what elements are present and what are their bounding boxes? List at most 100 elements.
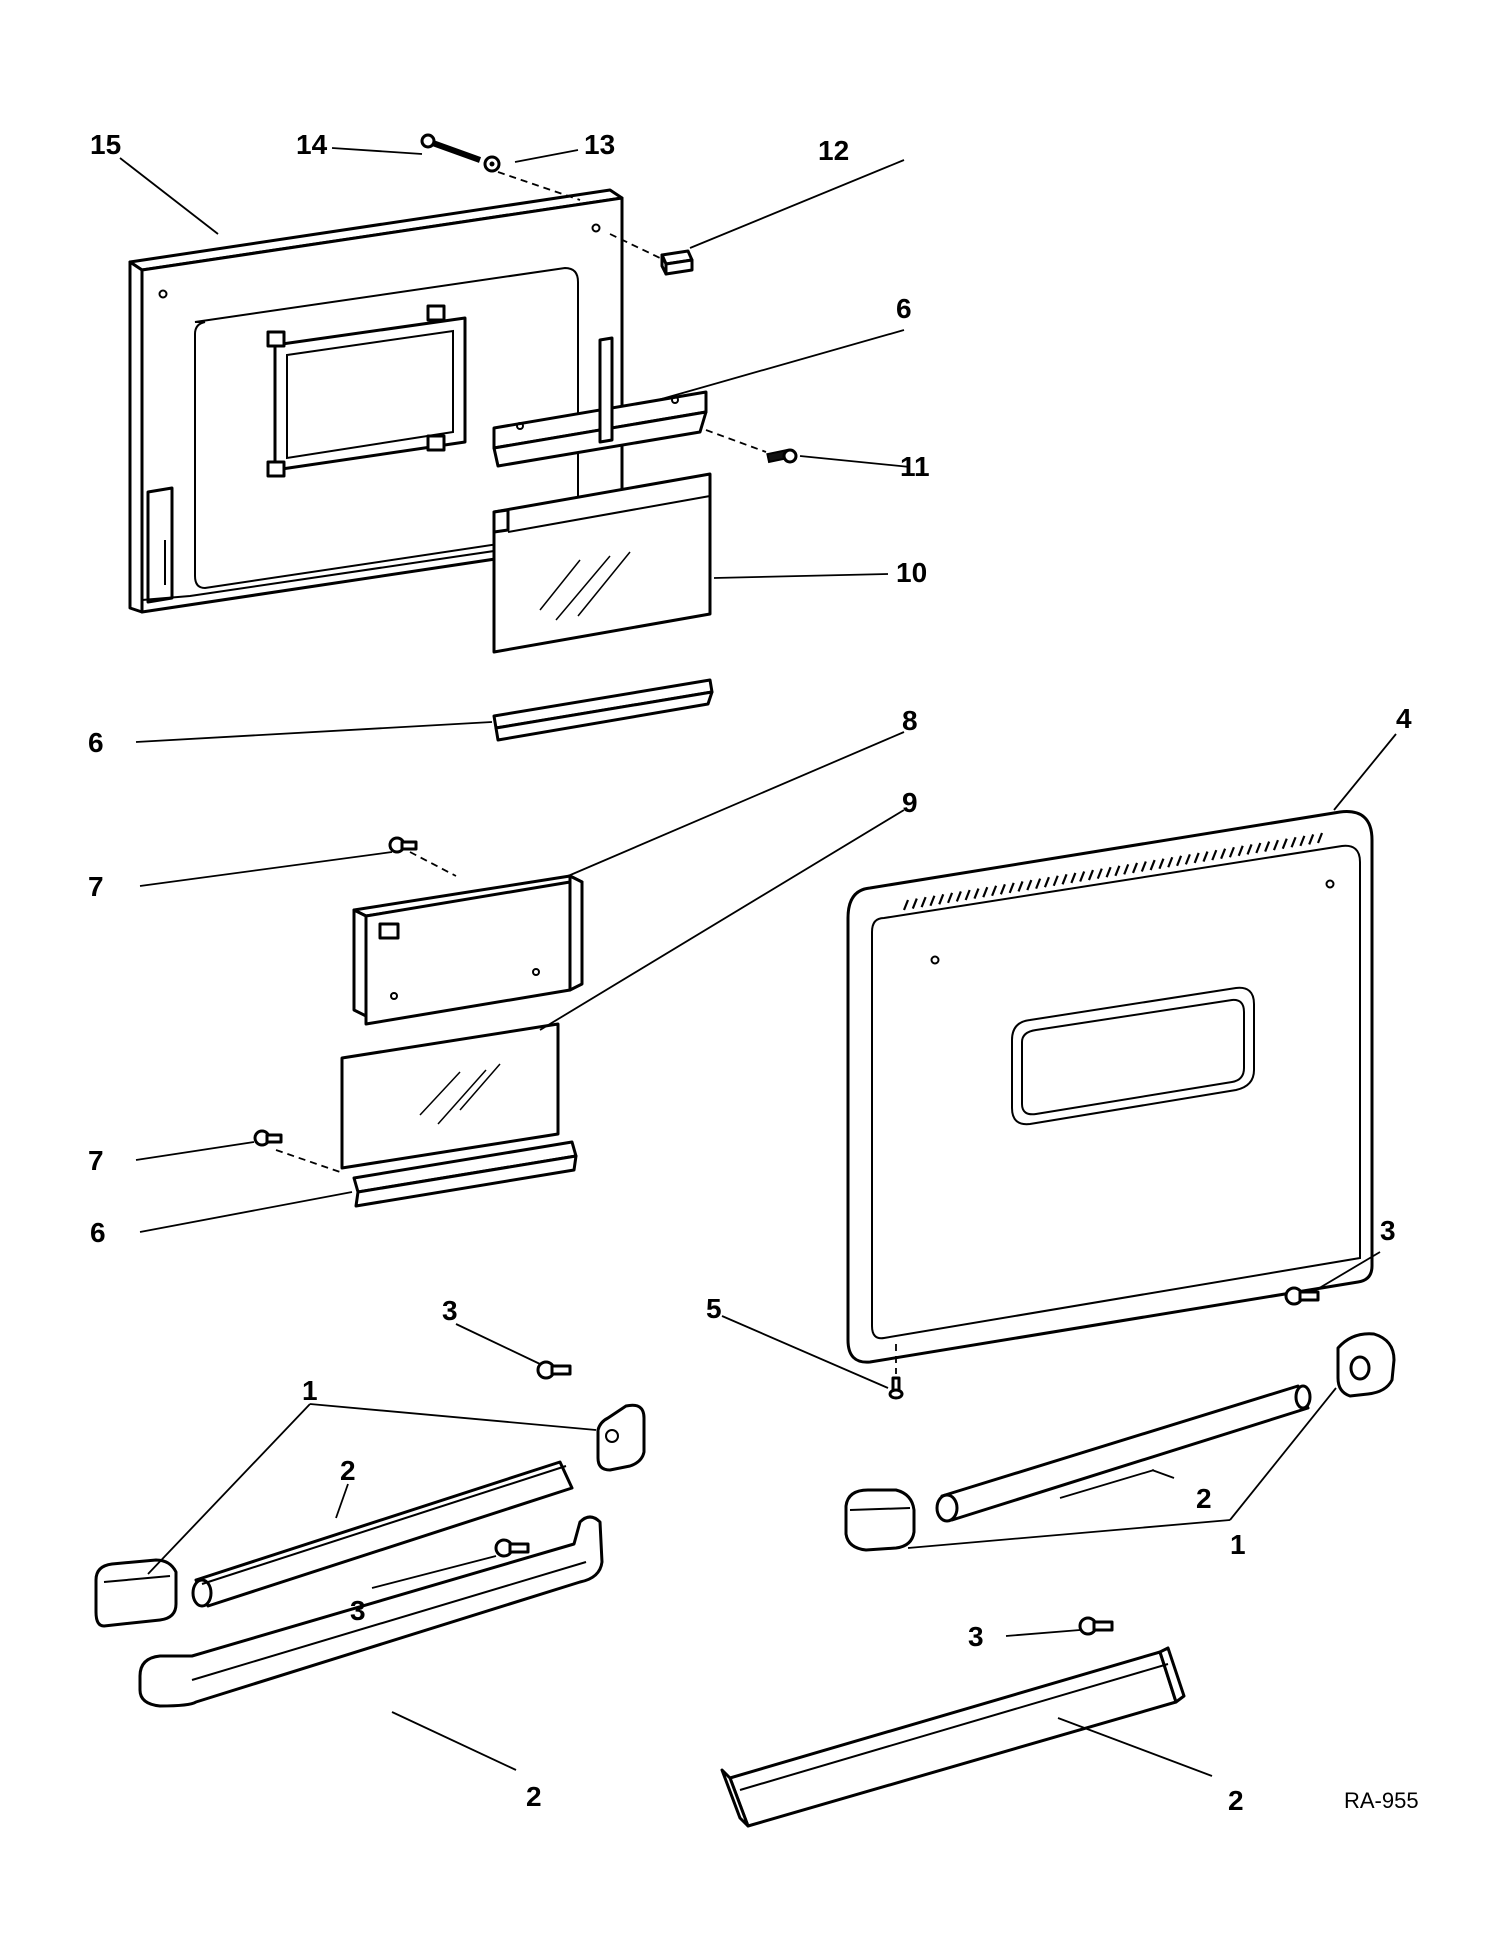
vent-slot <box>982 886 989 898</box>
washer-13 <box>483 155 501 173</box>
callout-14: 14 <box>296 129 328 160</box>
glass-channel-lower <box>352 1140 578 1208</box>
callout-10: 10 <box>896 557 927 588</box>
reference-code: RA-955 <box>1344 1788 1419 1813</box>
vent-slot <box>938 893 945 905</box>
vent-slot <box>1140 861 1147 872</box>
vent-slot <box>964 889 971 901</box>
screw-7-lower <box>253 1129 283 1147</box>
vent-slot <box>1079 871 1086 882</box>
screw-5 <box>888 1376 904 1400</box>
callout-1-right: 1 <box>1230 1529 1246 1560</box>
vent-slot <box>1149 859 1156 871</box>
vent-slot <box>1184 853 1191 865</box>
callout-labels: 15 14 13 12 6 11 10 6 8 9 4 7 7 6 3 5 3 … <box>88 129 1419 1816</box>
vent-slot <box>1290 836 1297 848</box>
screw-3-right-upper <box>1284 1286 1320 1306</box>
screw-3-right-lower <box>1078 1616 1114 1636</box>
vent-slot <box>911 898 918 909</box>
glass-panel-10 <box>492 472 712 654</box>
callout-9: 9 <box>902 787 918 818</box>
glass-panel-9 <box>340 1022 560 1170</box>
callout-6-lower: 6 <box>90 1217 106 1248</box>
callout-2-left-tube: 2 <box>340 1455 356 1486</box>
callout-4: 4 <box>1396 703 1412 734</box>
callout-11: 11 <box>900 451 930 482</box>
screw-7-upper <box>388 836 418 854</box>
callout-7-upper: 7 <box>88 871 104 902</box>
leader-lines <box>119 147 1397 1777</box>
callout-12: 12 <box>818 135 849 166</box>
vent-slot <box>1043 876 1050 888</box>
callout-3-right-upper: 3 <box>1380 1215 1396 1246</box>
vent-slot <box>1211 849 1218 861</box>
vent-slot <box>1281 838 1288 850</box>
bolt-14 <box>420 133 482 163</box>
vent-slot <box>902 899 910 911</box>
screw-11 <box>766 448 798 464</box>
handle-end-cap-right-bottom-1 <box>844 1488 916 1552</box>
vent-slot <box>1167 856 1174 868</box>
vent-slot <box>1026 879 1033 891</box>
vent-slot <box>991 885 998 897</box>
inner-door-panel <box>128 188 624 614</box>
vent-slot <box>1272 839 1279 851</box>
handle-tube-right-2 <box>935 1384 1312 1523</box>
vent-slot <box>1264 841 1271 852</box>
vent-slot <box>1202 851 1209 862</box>
callout-3-left-lower: 3 <box>350 1595 366 1626</box>
vent-slot <box>1087 869 1095 881</box>
callout-3-left-upper: 3 <box>442 1295 458 1326</box>
handle-end-cap-left-1 <box>94 1558 178 1628</box>
handle-tube-left-2 <box>191 1460 574 1608</box>
vent-slot <box>1105 866 1112 878</box>
vent-slot <box>1255 842 1262 854</box>
vent-slot <box>1070 872 1077 884</box>
callout-2-left-bar: 2 <box>526 1781 542 1812</box>
outer-door-4 <box>846 810 1374 1364</box>
callout-1-left: 1 <box>302 1375 318 1406</box>
vent-slot <box>1123 863 1130 875</box>
vent-slot <box>1035 878 1042 890</box>
callout-7-lower: 7 <box>88 1145 104 1176</box>
screw-3-left-lower <box>494 1538 530 1558</box>
vent-slot <box>1096 868 1103 880</box>
vent-slot <box>955 891 962 902</box>
vent-slot <box>1308 834 1315 845</box>
vent-slot <box>1131 862 1139 874</box>
retainer-bracket-8 <box>352 874 584 1026</box>
vent-slot <box>1017 881 1024 892</box>
vent-slots <box>902 832 1324 911</box>
glass-channel-upper <box>492 336 708 468</box>
handle-bar-right-2 <box>720 1646 1186 1828</box>
vent-slot <box>1114 865 1121 877</box>
vent-slot <box>1052 875 1059 887</box>
vent-slot <box>1193 852 1200 864</box>
screw-3-left-upper <box>536 1360 572 1380</box>
vent-slot <box>929 895 936 907</box>
callout-6-upper: 6 <box>896 293 912 324</box>
vent-slot <box>1008 882 1015 894</box>
vent-slot <box>1176 855 1183 867</box>
vent-slot <box>1061 873 1068 885</box>
handle-end-cap-right-1 <box>596 1403 646 1472</box>
callout-13: 13 <box>584 129 615 160</box>
vent-slot <box>1220 848 1227 860</box>
vent-slot <box>1246 843 1253 855</box>
spacer-block-12 <box>660 249 694 276</box>
callout-5: 5 <box>706 1293 722 1324</box>
handle-end-cap-right-top-1 <box>1336 1332 1396 1398</box>
vent-slot <box>1158 858 1165 870</box>
vent-slot <box>1299 835 1306 847</box>
vent-slot <box>947 892 954 904</box>
vent-slot <box>1316 832 1324 844</box>
handle-bar-left-2 <box>138 1515 604 1708</box>
callout-15: 15 <box>90 129 121 160</box>
callout-2-right-bar: 2 <box>1228 1785 1244 1816</box>
callout-8: 8 <box>902 705 918 736</box>
vent-slot <box>920 896 927 908</box>
callout-6-middle: 6 <box>88 727 104 758</box>
vent-slot <box>973 888 980 900</box>
callout-3-right-lower: 3 <box>968 1621 984 1652</box>
